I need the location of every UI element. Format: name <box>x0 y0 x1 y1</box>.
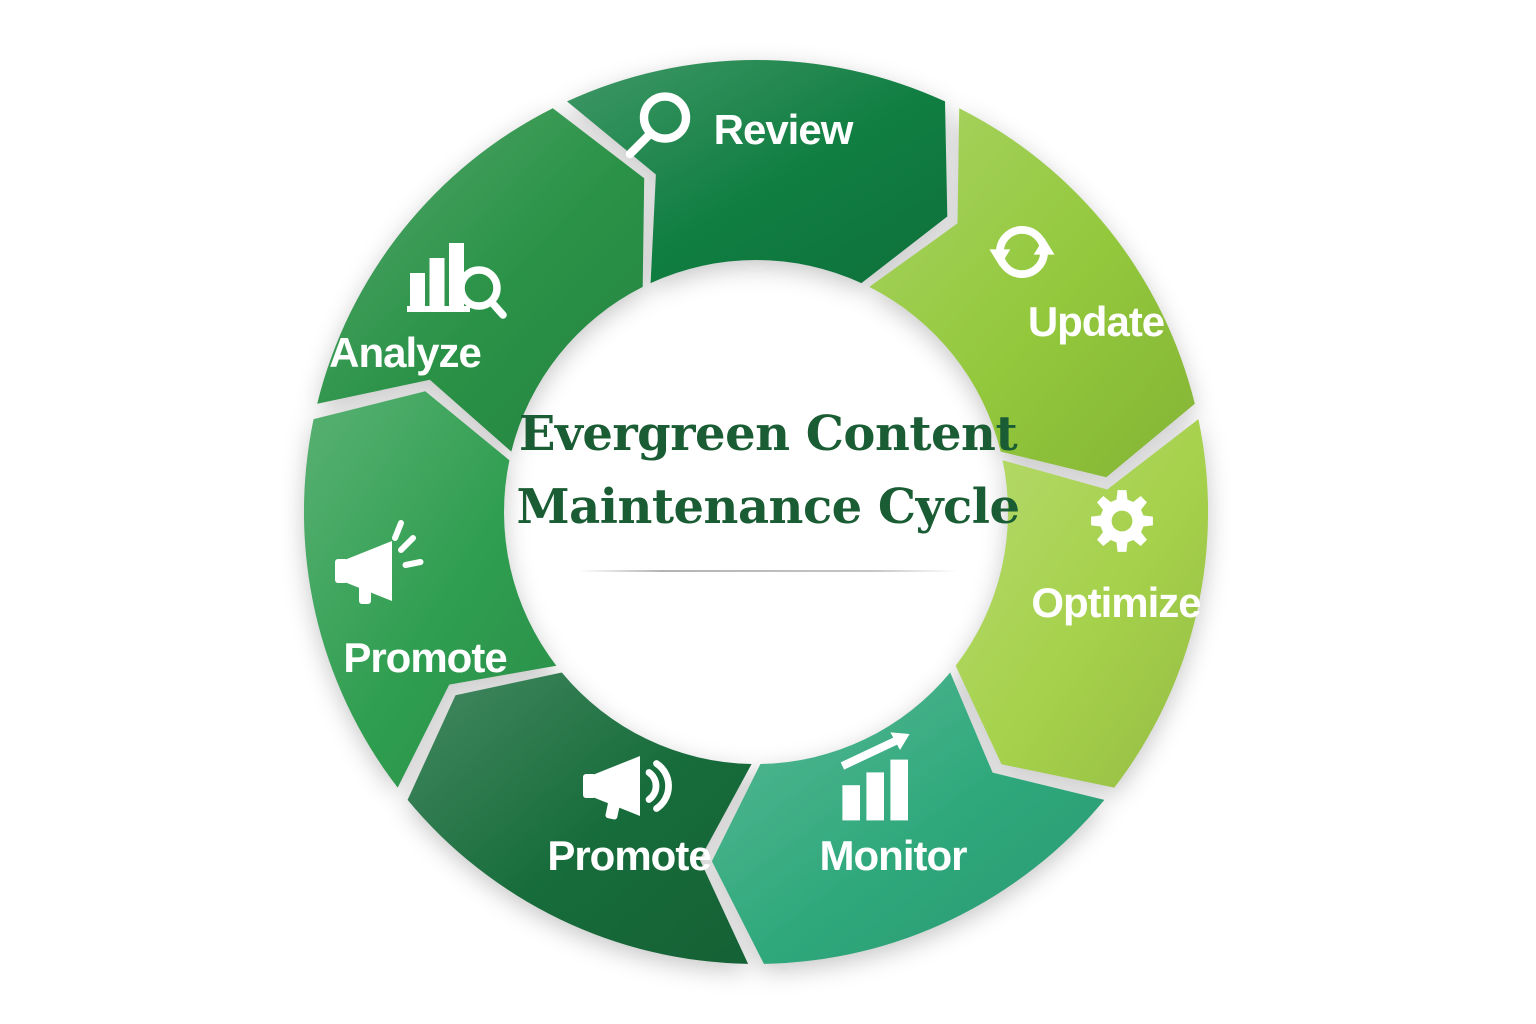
title-line-2: Maintenance Cycle <box>516 479 1020 535</box>
refresh-arrows-icon <box>989 226 1055 278</box>
bar-chart-magnifier-icon <box>407 243 507 319</box>
growth-chart-icon <box>840 732 910 821</box>
segment-label: Monitor <box>820 832 968 879</box>
segment-update <box>869 108 1195 478</box>
segment-label: Review <box>714 106 854 153</box>
segment-promote <box>407 672 752 964</box>
segment-label: Promote <box>547 832 710 879</box>
segment-label: Analyze <box>329 329 481 376</box>
gear-icon <box>1091 490 1153 552</box>
diagram-title: Evergreen Content Maintenance Cycle <box>0 398 1536 572</box>
title-line-1: Evergreen Content <box>518 406 1018 462</box>
megaphone-alert-icon <box>335 520 424 604</box>
megaphone-sound-icon <box>583 756 672 820</box>
title-divider <box>578 570 958 572</box>
segment-label: Update <box>1028 298 1164 345</box>
segment-monitor <box>711 672 1105 964</box>
segment-optimize <box>955 419 1209 788</box>
segment-review <box>567 59 948 284</box>
segment-label: Optimize <box>1031 579 1200 626</box>
segment-analyze <box>317 108 645 452</box>
segment-promote <box>303 391 557 788</box>
magnifier-icon <box>625 92 691 159</box>
segment-label: Promote <box>343 634 506 681</box>
